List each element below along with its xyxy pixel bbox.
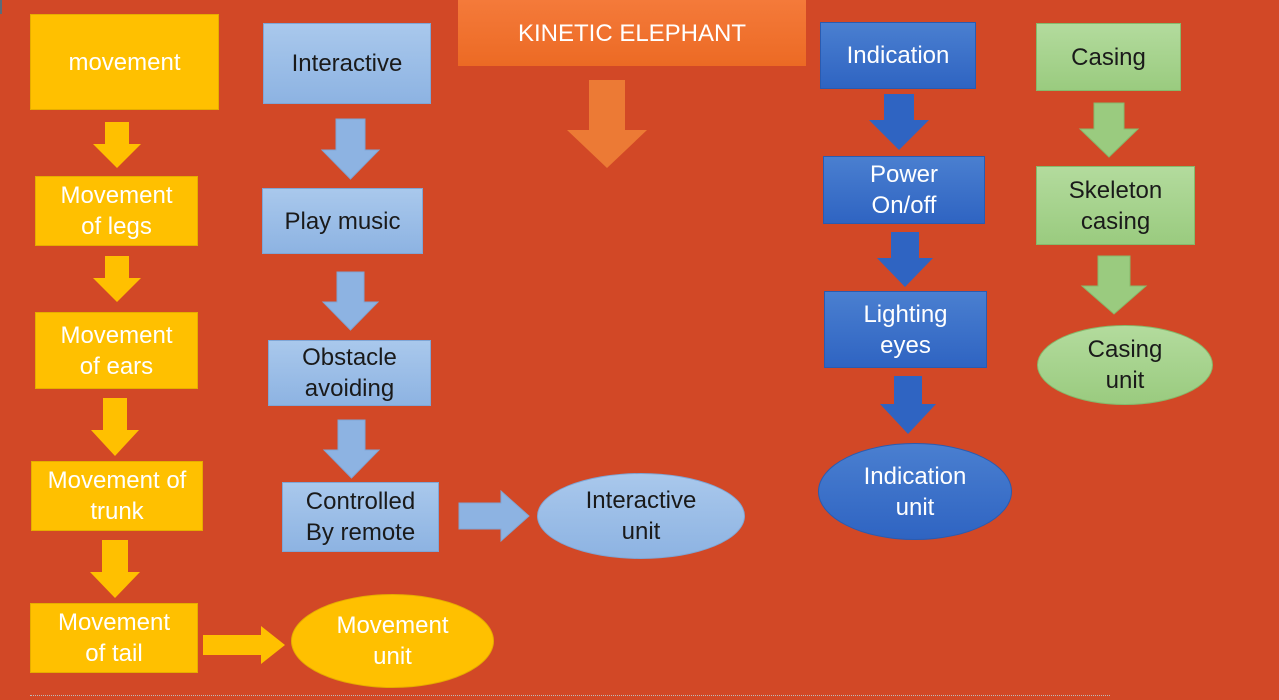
movement-header: movement: [30, 14, 219, 110]
movement-arrow-2: [93, 256, 141, 302]
window-corner-mark: [0, 0, 2, 14]
movement-right-arrow: [203, 626, 285, 664]
indication-header: Indication: [820, 22, 976, 89]
interactive-header: Interactive: [263, 23, 431, 104]
title-box: KINETIC ELEPHANT: [458, 0, 806, 66]
bottom-dotted-border: [30, 695, 1110, 696]
interactive-step-play-music: Play music: [262, 188, 423, 254]
indication-step-lighting: Lighting eyes: [824, 291, 987, 368]
casing-unit: Casing unit: [1037, 325, 1213, 405]
indication-arrow-2: [877, 232, 933, 287]
movement-step-legs: Movement of legs: [35, 176, 198, 246]
movement-unit: Movement unit: [291, 594, 494, 688]
interactive-step-remote: Controlled By remote: [282, 482, 439, 552]
casing-header: Casing: [1036, 23, 1181, 91]
interactive-arrow-1: [320, 118, 381, 180]
interactive-unit: Interactive unit: [537, 473, 745, 559]
casing-arrow-2: [1080, 255, 1148, 315]
movement-arrow-1: [93, 122, 141, 168]
movement-step-ears: Movement of ears: [35, 312, 198, 389]
indication-unit: Indication unit: [818, 443, 1012, 540]
movement-step-tail: Movement of tail: [30, 603, 198, 673]
interactive-right-arrow: [458, 489, 530, 543]
movement-step-trunk: Movement of trunk: [31, 461, 203, 531]
title-text: KINETIC ELEPHANT: [517, 19, 747, 47]
indication-arrow-1: [869, 94, 929, 150]
interactive-arrow-2: [321, 271, 380, 331]
indication-step-power: Power On/off: [823, 156, 985, 224]
indication-arrow-3: [880, 376, 936, 434]
casing-step-skeleton: Skeleton casing: [1036, 166, 1195, 245]
movement-arrow-3: [91, 398, 139, 456]
interactive-arrow-3: [322, 419, 381, 479]
title-down-arrow: [567, 80, 647, 168]
interactive-step-obstacle: Obstacle avoiding: [268, 340, 431, 406]
movement-arrow-4: [90, 540, 140, 598]
casing-arrow-1: [1078, 102, 1140, 158]
